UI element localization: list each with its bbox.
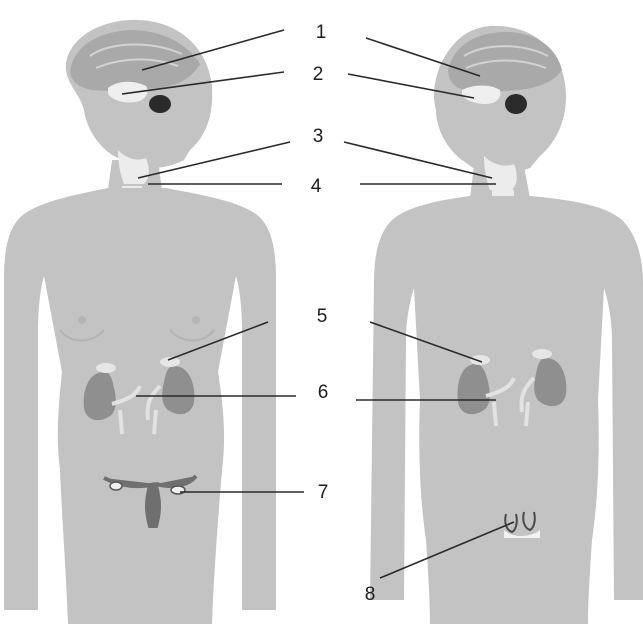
male-adrenal-right — [532, 349, 552, 359]
female-torso — [4, 188, 276, 624]
male-figure — [370, 26, 643, 624]
number-labels: 1 2 3 4 5 6 7 8 — [311, 22, 376, 605]
female-adrenal-left — [96, 363, 116, 373]
label-4: 4 — [311, 176, 322, 197]
female-ovary-left — [110, 482, 122, 490]
label-7: 7 — [318, 482, 329, 503]
female-figure — [4, 20, 276, 624]
label-3: 3 — [313, 126, 324, 147]
male-torso — [370, 196, 643, 624]
label-2: 2 — [313, 64, 324, 85]
label-6: 6 — [318, 382, 329, 403]
female-nipple-right — [192, 316, 200, 324]
female-sinus — [149, 95, 171, 113]
label-1: 1 — [316, 22, 327, 43]
male-sinus — [505, 94, 527, 114]
label-8: 8 — [365, 584, 376, 605]
label-5: 5 — [317, 306, 328, 327]
female-nipple-left — [78, 316, 86, 324]
male-adrenal-left — [470, 355, 490, 365]
